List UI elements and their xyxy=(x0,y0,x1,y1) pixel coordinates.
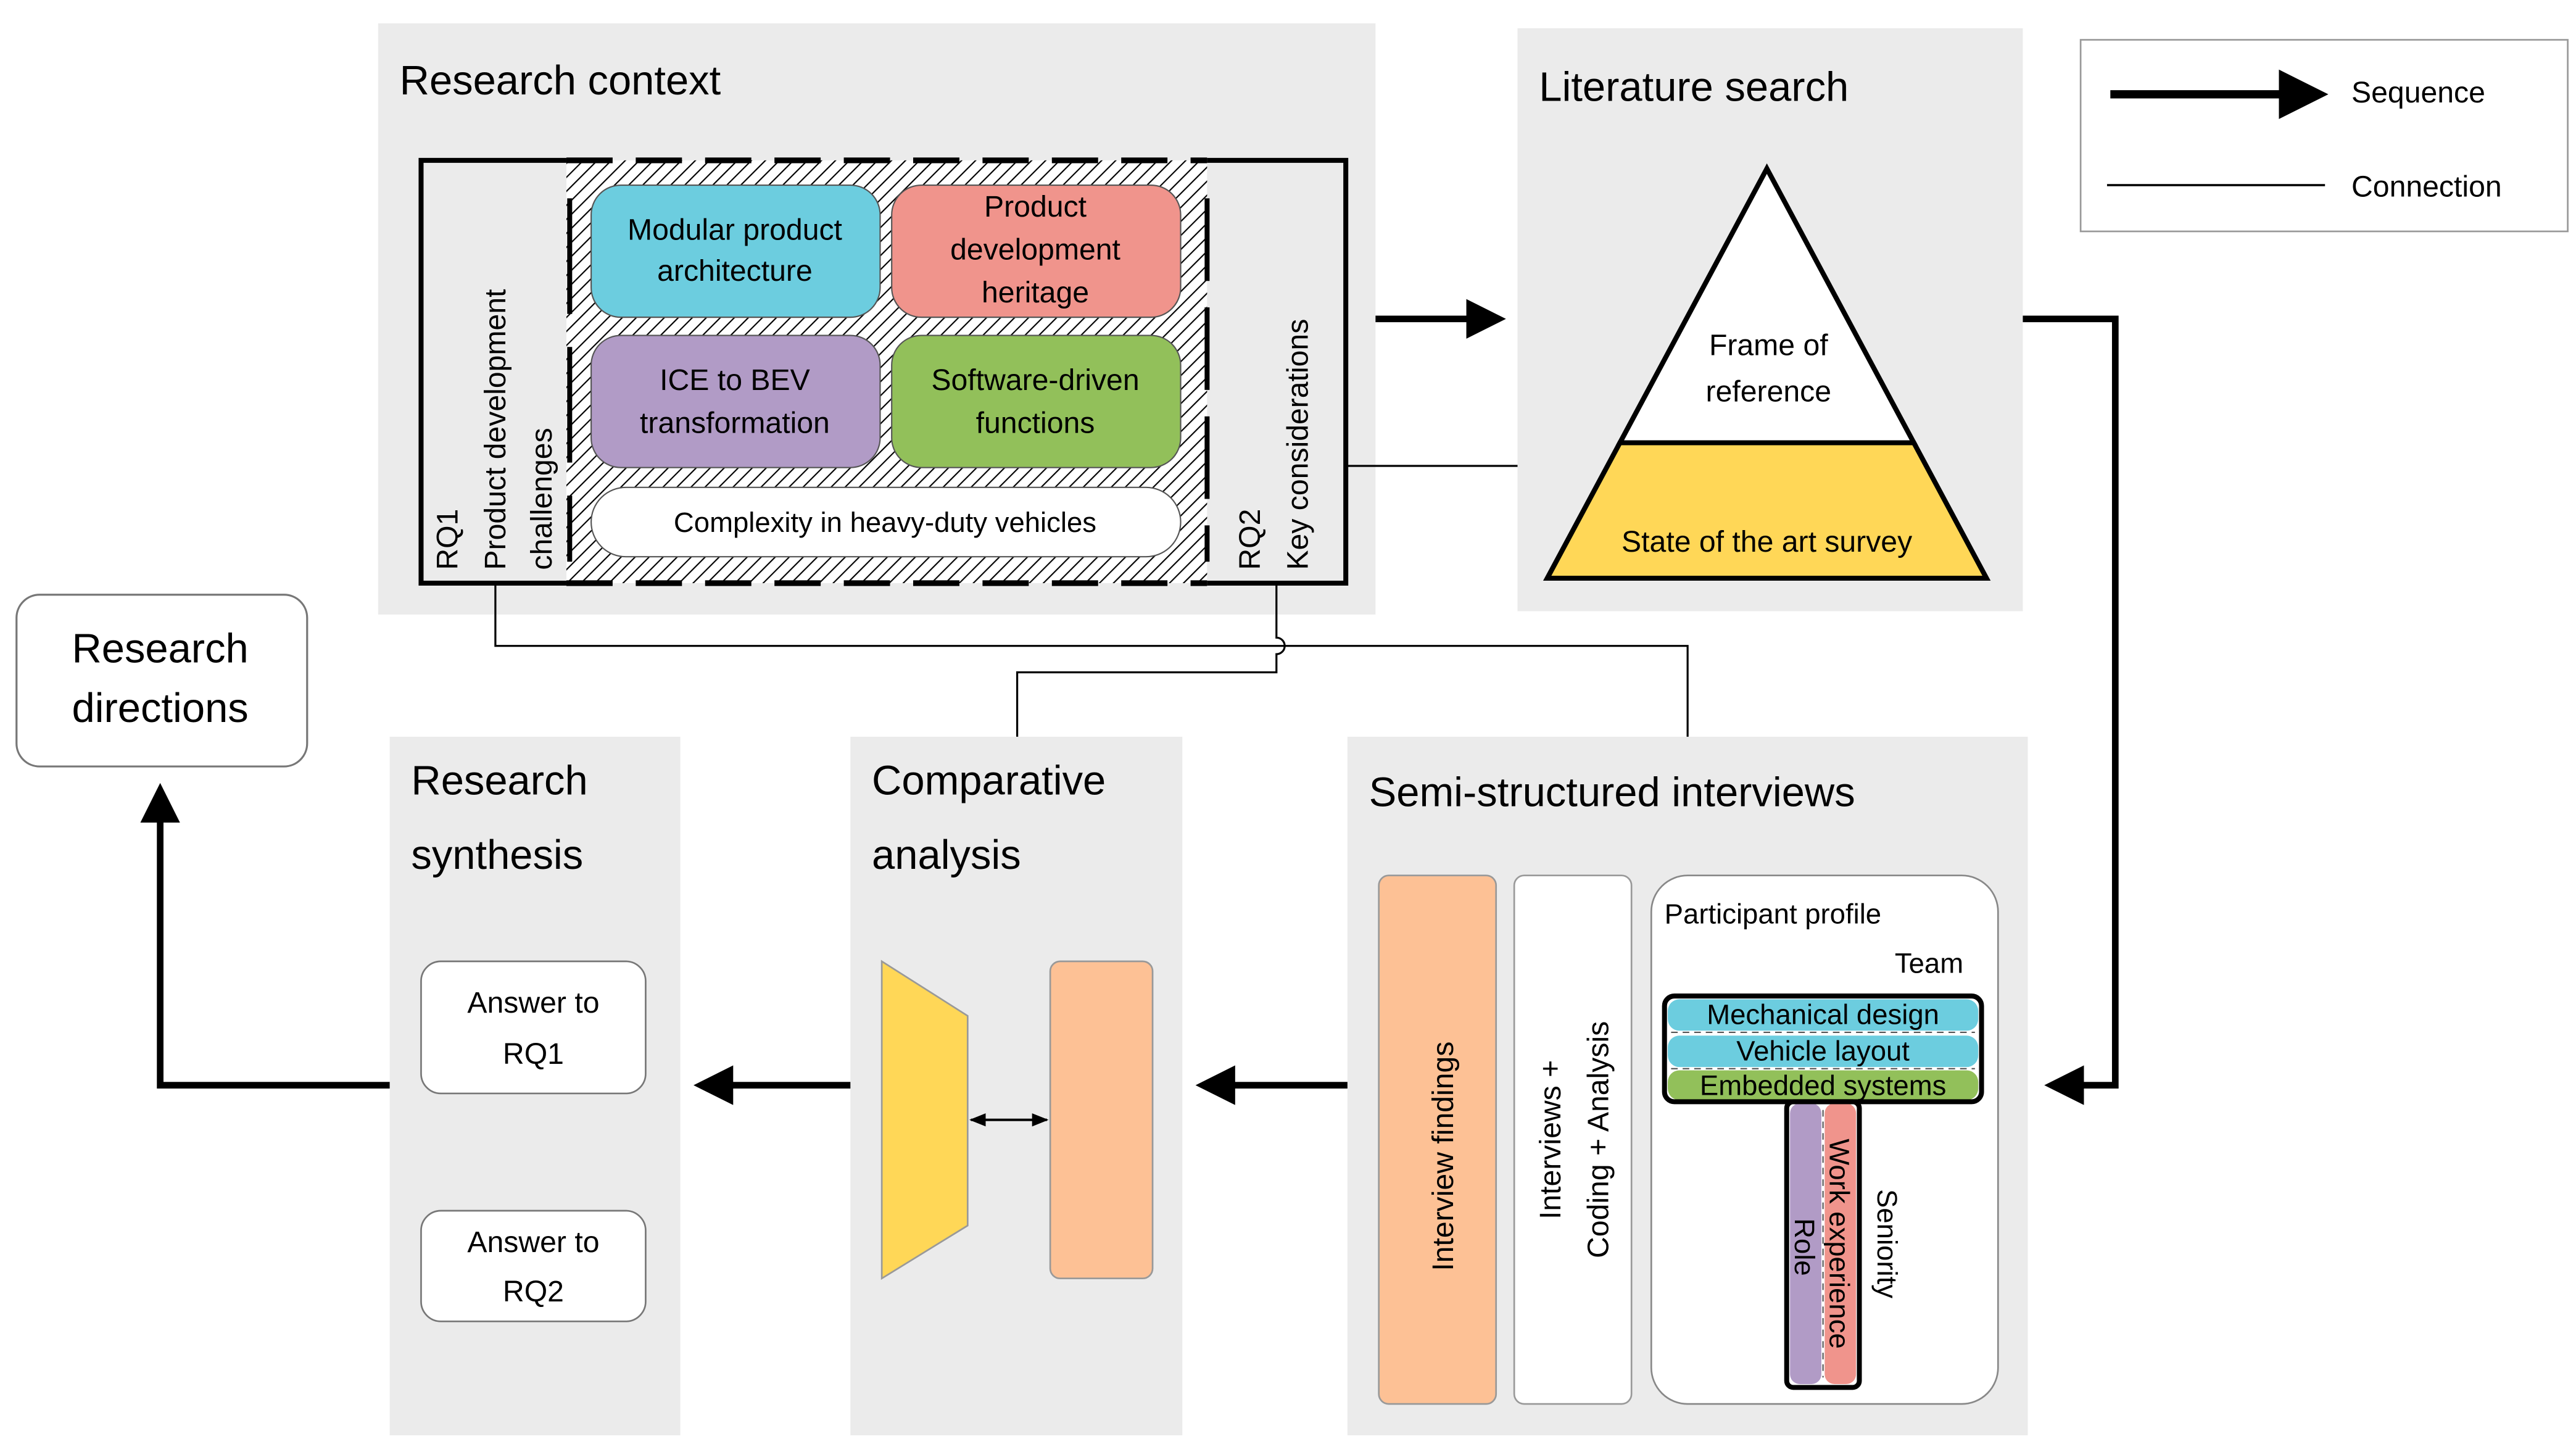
participant-profile: Participant profile Team Mechanical desi… xyxy=(1650,874,1999,1405)
frame-of-reference-2: reference xyxy=(1706,375,1831,409)
svg-text:Product: Product xyxy=(984,190,1087,223)
svg-text:functions: functions xyxy=(976,406,1095,439)
svg-text:heritage: heritage xyxy=(982,276,1089,309)
svg-text:Interviews +: Interviews + xyxy=(1534,1060,1567,1219)
research-context-title: Research context xyxy=(400,57,721,104)
research-context-panel: Research context Modular product archite… xyxy=(378,23,1376,615)
state-of-the-art: State of the art survey xyxy=(1621,525,1912,558)
research-synthesis-panel: Research synthesis Answer to RQ1 Answer … xyxy=(389,736,681,1435)
svg-text:Research: Research xyxy=(72,625,248,671)
svg-text:Embedded systems: Embedded systems xyxy=(1700,1070,1946,1101)
connection-lines xyxy=(494,465,1689,737)
svg-text:Team: Team xyxy=(1895,948,1963,979)
svg-text:directions: directions xyxy=(72,685,248,731)
svg-text:development: development xyxy=(950,233,1120,266)
svg-text:architecture: architecture xyxy=(657,254,813,288)
arrow-synthesis-to-directions xyxy=(140,782,390,1089)
arrow-literature-to-interviews xyxy=(2023,315,2119,1105)
frame-of-reference-1: Frame of xyxy=(1709,329,1828,362)
svg-text:Participant profile: Participant profile xyxy=(1665,898,1881,929)
literature-shape xyxy=(880,960,969,1280)
svg-text:Coding + Analysis: Coding + Analysis xyxy=(1582,1021,1615,1258)
svg-text:Work experience: Work experience xyxy=(1823,1139,1855,1348)
svg-text:Complexity in heavy-duty vehic: Complexity in heavy-duty vehicles xyxy=(674,507,1096,538)
svg-text:analysis: analysis xyxy=(872,832,1021,878)
legend: Sequence Connection xyxy=(2079,39,2569,233)
legend-connection: Connection xyxy=(2351,170,2502,204)
svg-text:Modular product: Modular product xyxy=(627,213,843,246)
svg-text:Vehicle layout: Vehicle layout xyxy=(1736,1035,1910,1066)
topic-ice-to-bev: ICE to BEV transformation xyxy=(590,334,881,468)
svg-text:Role: Role xyxy=(1789,1218,1820,1276)
svg-text:transformation: transformation xyxy=(640,406,830,439)
interview-shape xyxy=(1049,960,1154,1280)
svg-text:Research: Research xyxy=(411,758,587,804)
svg-text:ICE to BEV: ICE to BEV xyxy=(660,363,810,397)
research-directions-box: Research directions xyxy=(15,594,309,768)
topic-modular-product-architecture: Modular product architecture xyxy=(590,184,881,318)
complexity-box: Complexity in heavy-duty vehicles xyxy=(590,486,1182,558)
svg-text:RQ1: RQ1 xyxy=(503,1037,564,1071)
svg-text:synthesis: synthesis xyxy=(411,832,583,878)
rq1-line1: Product development xyxy=(479,289,512,570)
svg-text:Answer to: Answer to xyxy=(467,986,599,1019)
svg-text:Answer to: Answer to xyxy=(467,1226,599,1259)
literature-search-panel: Literature search Frame of reference Sta… xyxy=(1517,28,2023,612)
sequence-arrows xyxy=(140,299,2119,1105)
legend-sequence: Sequence xyxy=(2351,76,2485,109)
svg-text:Mechanical design: Mechanical design xyxy=(1707,999,1939,1031)
interviews-panel: Semi-structured interviews Interview fin… xyxy=(1347,736,2028,1435)
interview-findings: Interview findings xyxy=(1427,1042,1460,1271)
svg-text:Seniority: Seniority xyxy=(1871,1189,1903,1298)
comparative-analysis-panel: Comparative analysis xyxy=(850,736,1183,1435)
svg-text:Comparative: Comparative xyxy=(872,758,1106,804)
svg-text:Software-driven: Software-driven xyxy=(931,363,1139,397)
answer-rq2-box: Answer to RQ2 xyxy=(420,1209,647,1322)
answer-rq1-box: Answer to RQ1 xyxy=(420,960,647,1095)
rq1-label: RQ1 xyxy=(431,509,464,570)
topic-product-development-heritage: Product development heritage xyxy=(891,184,1182,318)
literature-search-title: Literature search xyxy=(1539,64,1849,110)
rq2-label: RQ2 xyxy=(1233,509,1267,570)
interviews-title: Semi-structured interviews xyxy=(1369,769,1855,815)
rq1-line2: challenges xyxy=(525,428,558,570)
topic-software-driven-functions: Software-driven functions xyxy=(891,334,1182,468)
rq2-line1: Key considerations xyxy=(1282,319,1315,570)
svg-text:RQ2: RQ2 xyxy=(503,1275,564,1308)
